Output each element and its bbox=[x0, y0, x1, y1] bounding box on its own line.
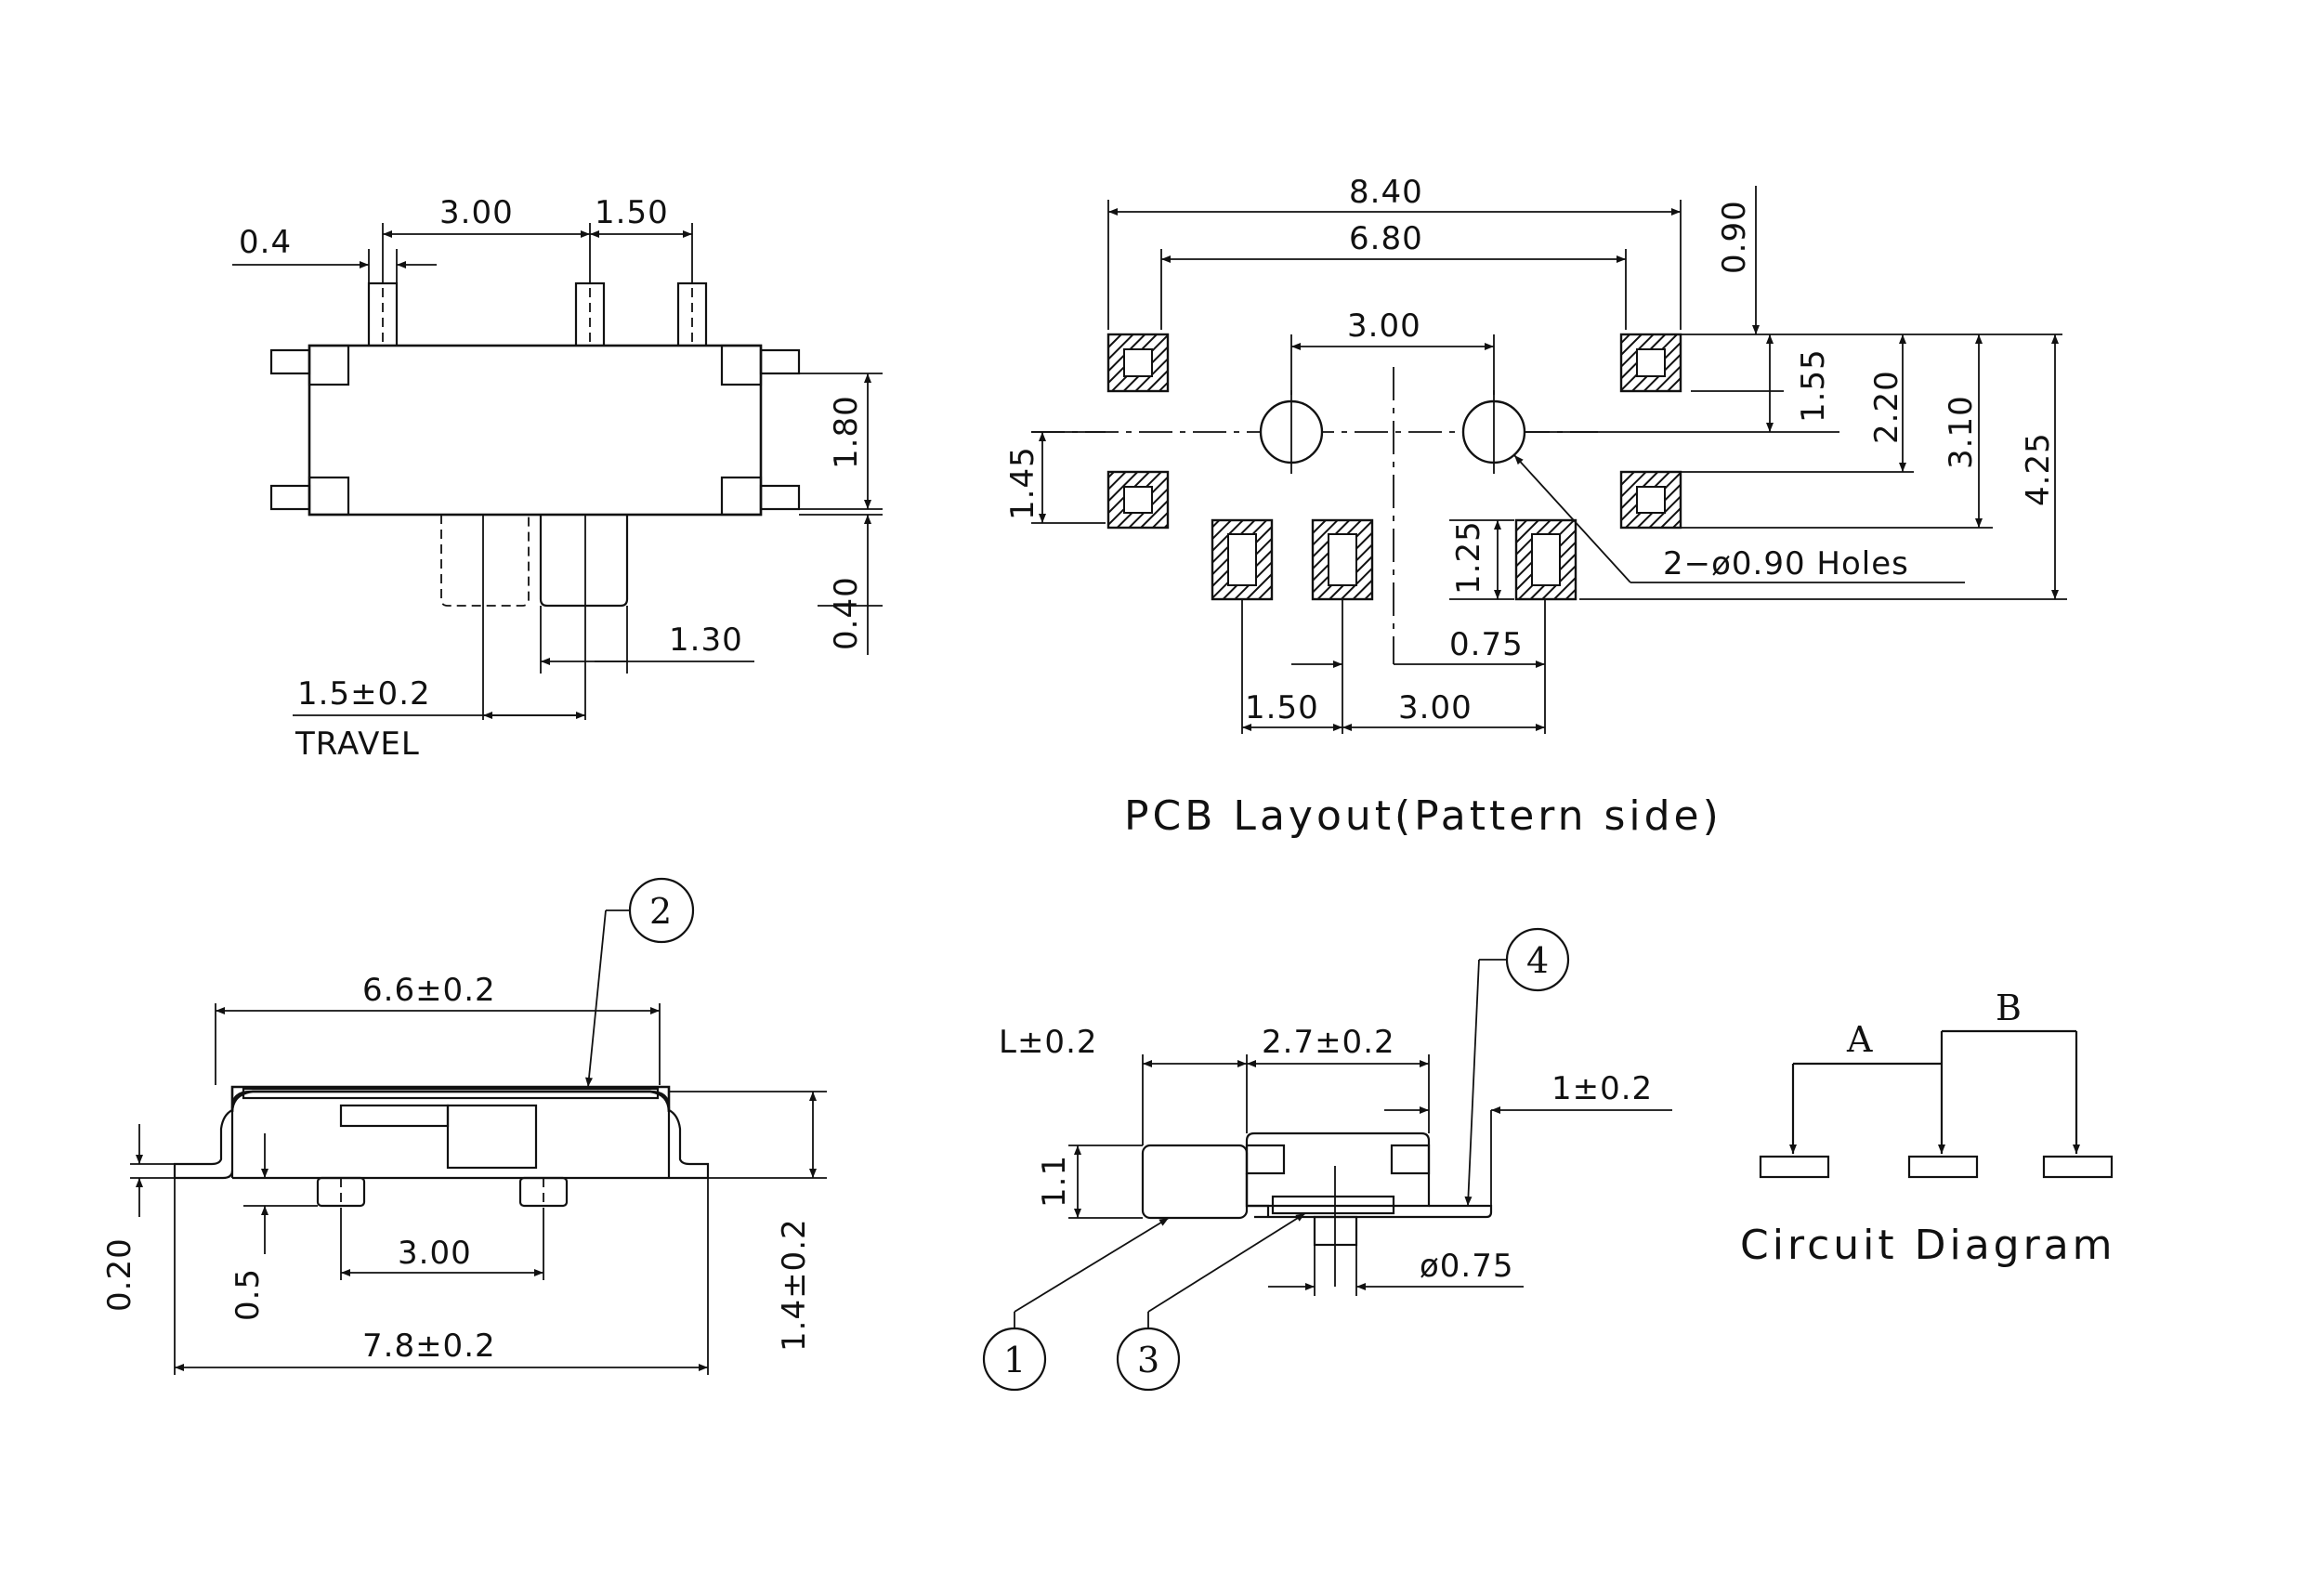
dim-top-offset: 0.90 bbox=[1716, 200, 1753, 274]
dim-inner-width: 6.80 bbox=[1349, 220, 1423, 257]
side-view-body bbox=[173, 1085, 710, 1208]
callout-2: 2 bbox=[585, 877, 695, 1088]
pcb-terminal-pads bbox=[1211, 518, 1577, 601]
dim-actuator-width: 1.30 bbox=[669, 621, 743, 659]
dim-post-diameter: ø0.75 bbox=[1420, 1248, 1514, 1285]
dim-v-4-25: 4.25 bbox=[2020, 432, 2057, 506]
end-view-dimensions: L±0.2 2.7±0.2 1±0.2 1.1 ø0.75 bbox=[999, 1024, 1672, 1296]
pcb-layout-caption: PCB Layout(Pattern side) bbox=[1124, 792, 1722, 840]
circuit-label-b: B bbox=[1996, 988, 2022, 1028]
dim-pin-width: 0.4 bbox=[239, 224, 292, 261]
dim-pitch-main: 3.00 bbox=[439, 194, 514, 231]
dim-v-2-20: 2.20 bbox=[1868, 370, 1905, 444]
top-view-body bbox=[308, 344, 763, 517]
callout-4: 4 bbox=[1464, 927, 1570, 1207]
end-view-body bbox=[1141, 1132, 1493, 1287]
dim-body-length: 6.6±0.2 bbox=[362, 972, 496, 1009]
pcb-dimensions: 8.40 6.80 3.00 0.90 1.55 2.20 3.10 bbox=[1004, 174, 2067, 734]
dim-body-width: 2.7±0.2 bbox=[1262, 1024, 1395, 1061]
side-view: 6.6±0.2 7.8±0.2 3.00 0.20 0.5 1.4±0.2 bbox=[101, 877, 827, 1375]
callout-4-label: 4 bbox=[1526, 940, 1549, 981]
dim-v-1-25: 1.25 bbox=[1450, 520, 1487, 595]
callout-1-label: 1 bbox=[1003, 1340, 1026, 1380]
dim-lever-length: L±0.2 bbox=[999, 1024, 1098, 1061]
callout-3: 3 bbox=[1116, 1212, 1306, 1392]
dim-pitch-side: 1.50 bbox=[595, 194, 669, 231]
dim-post-pitch: 3.00 bbox=[398, 1235, 472, 1272]
callout-1: 1 bbox=[982, 1217, 1170, 1392]
dim-v-1-45: 1.45 bbox=[1004, 446, 1041, 520]
pcb-layout: 8.40 6.80 3.00 0.90 1.55 2.20 3.10 bbox=[1004, 174, 2067, 840]
dim-terminal: 1±0.2 bbox=[1551, 1070, 1653, 1107]
top-view-tabs bbox=[269, 344, 801, 517]
circuit-switch-contacts bbox=[1759, 1029, 2114, 1179]
travel-label: TRAVEL bbox=[295, 726, 420, 763]
side-view-dimensions: 6.6±0.2 7.8±0.2 3.00 0.20 0.5 1.4±0.2 bbox=[101, 972, 827, 1375]
dim-lever-height: 1.1 bbox=[1036, 1155, 1073, 1208]
dim-actuator: 0.40 bbox=[828, 576, 865, 650]
end-view: L±0.2 2.7±0.2 1±0.2 1.1 ø0.75 1 3 bbox=[982, 927, 1672, 1392]
dim-bottom-1-50: 1.50 bbox=[1245, 689, 1319, 726]
dim-thickness: 0.20 bbox=[101, 1237, 138, 1312]
holes-note: 2−ø0.90 Holes bbox=[1663, 545, 1909, 582]
travel-value: 1.5±0.2 bbox=[297, 675, 431, 713]
pcb-corner-pads bbox=[1106, 333, 1682, 530]
dim-0-75: 0.75 bbox=[1449, 626, 1524, 663]
top-view-dimensions: 3.00 1.50 0.4 1.80 0.40 1.30 1.5±0.2 TRA… bbox=[232, 194, 883, 763]
dim-height: 1.80 bbox=[828, 395, 865, 469]
dim-hole-pitch: 3.00 bbox=[1347, 307, 1421, 345]
circuit-diagram: A B Circuit Diagram bbox=[1740, 988, 2116, 1269]
dim-bottom-3-00: 3.00 bbox=[1398, 689, 1473, 726]
dim-v-3-10: 3.10 bbox=[1943, 395, 1980, 469]
dim-overall-length: 7.8±0.2 bbox=[362, 1328, 496, 1365]
callout-3-label: 3 bbox=[1137, 1340, 1159, 1380]
dim-outer-width: 8.40 bbox=[1349, 174, 1423, 211]
circuit-label-a: A bbox=[1846, 1019, 1873, 1060]
pcb-holes bbox=[1259, 390, 1526, 474]
top-view-pins bbox=[367, 281, 708, 350]
callout-2-label: 2 bbox=[649, 891, 672, 932]
top-view-actuator bbox=[440, 515, 629, 720]
dim-total-height: 1.4±0.2 bbox=[776, 1218, 813, 1352]
top-view: 3.00 1.50 0.4 1.80 0.40 1.30 1.5±0.2 TRA… bbox=[232, 194, 883, 763]
dim-standoff: 0.5 bbox=[229, 1268, 267, 1321]
dim-v-1-55: 1.55 bbox=[1795, 348, 1832, 423]
circuit-caption: Circuit Diagram bbox=[1740, 1222, 2116, 1269]
